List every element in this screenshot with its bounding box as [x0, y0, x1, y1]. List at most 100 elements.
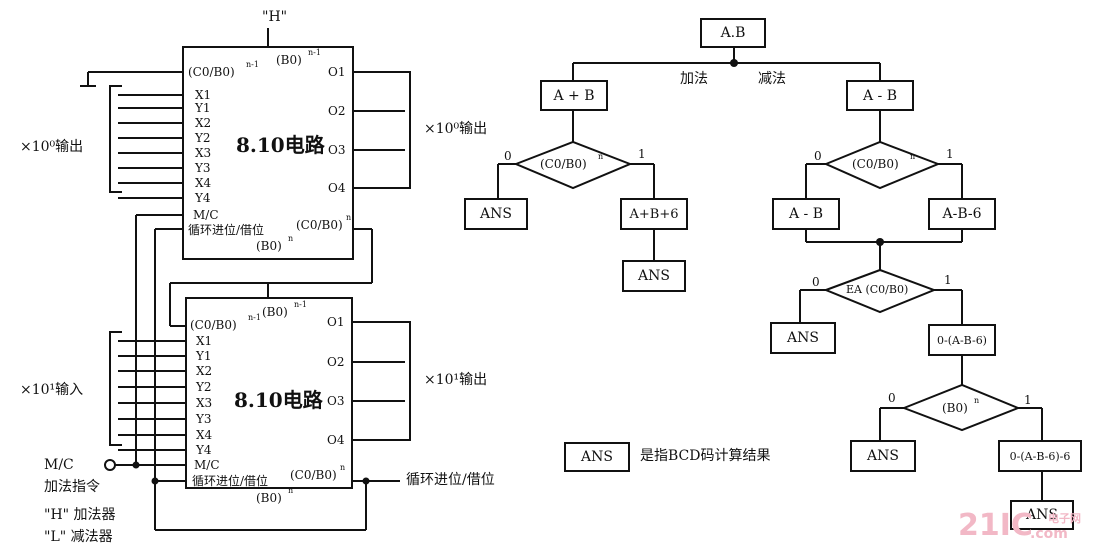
decision4-one: 1: [1024, 393, 1032, 407]
chip2-carry-in: (C0/B0): [190, 318, 237, 332]
decision2-one: 1: [946, 147, 954, 161]
chip2-carry-out: (C0/B0): [290, 468, 337, 482]
decision1-sup: n: [598, 152, 604, 161]
chip2-pin-x1: X1: [196, 334, 213, 348]
chip1-title: 8.10电路: [236, 133, 325, 157]
legend-text: 是指BCD码计算结果: [640, 448, 771, 464]
decision3-zero: 0: [812, 275, 820, 289]
chip1-pin-x4: X4: [195, 176, 212, 190]
chip2-pin-o3: O3: [327, 394, 345, 408]
chip2-pin-o1: O1: [327, 315, 345, 329]
mc-terminal: [104, 459, 116, 471]
carry-out-text: 循环进位/借位: [406, 472, 495, 488]
ans-box-4: ANS: [850, 440, 916, 472]
chip1-carry-out-sup: n: [346, 213, 352, 222]
chip2-b0-top-sup: n-1: [294, 300, 307, 309]
decision2-sup: n: [910, 152, 916, 161]
watermark-brand: 21IC: [958, 508, 1033, 543]
chip2-pin-y3: Y3: [196, 412, 212, 426]
chip2-pin-y4: Y4: [196, 443, 212, 457]
chip2-b0-bottom-sup: n: [288, 486, 294, 495]
chip1-pin-o1: O1: [328, 65, 346, 79]
input-x100-label: ×10⁰输出: [20, 139, 84, 155]
chip1-carry-in-sup: n-1: [246, 60, 259, 69]
add-branch-label: 加法: [680, 71, 708, 87]
decision4-text: (B0): [942, 401, 968, 415]
start-box: A.B: [700, 18, 766, 48]
ans-box-3: ANS: [770, 322, 836, 354]
decision3-text: EA (C0/B0): [846, 283, 909, 296]
decision2-text: (C0/B0): [852, 157, 899, 171]
decision1-diamond: [513, 140, 633, 190]
chip2-carry-in-sup: n-1: [248, 313, 261, 322]
chip1-pin-y1: Y1: [195, 101, 211, 115]
decision3-one: 1: [944, 273, 952, 287]
watermark-site: 电子网: [1048, 512, 1081, 525]
chip2-pin-x2: X2: [196, 364, 213, 378]
mc-desc: 加法指令: [44, 479, 100, 495]
l-desc: "L" 减法器: [44, 529, 113, 545]
decision1-zero: 0: [504, 149, 512, 163]
decision1-one: 1: [638, 147, 646, 161]
h-desc: "H" 加法器: [44, 507, 116, 523]
chip1-pin-mc: M/C: [193, 208, 219, 222]
a-minus-b-6-box: A-B-6: [928, 198, 996, 230]
chip2-pin-y2: Y2: [196, 380, 212, 394]
ans-box-2: ANS: [622, 260, 686, 292]
chip2-pin-mc: M/C: [194, 458, 220, 472]
decision4-diamond: [901, 383, 1021, 432]
chip1-pin-o3: O3: [328, 143, 346, 157]
chip2-pin-x3: X3: [196, 396, 213, 410]
chip1-b0-bottom-sup: n: [288, 234, 294, 243]
chip1-b0-top: (B0): [276, 53, 302, 67]
chip2-pin-o4: O4: [327, 433, 345, 447]
junction-dot: [151, 477, 159, 485]
chip1-pin-y3: Y3: [195, 161, 211, 175]
add6-box: A+B+6: [620, 198, 688, 230]
output-x101-label: ×10¹输出: [424, 372, 488, 388]
chip1-b0-top-sup: n-1: [308, 48, 321, 57]
decision4-zero: 0: [888, 391, 896, 405]
chip1-pin-y2: Y2: [195, 131, 211, 145]
chip1-pin-y4: Y4: [195, 191, 211, 205]
junction-dot: [362, 477, 370, 485]
junction-dot: [876, 238, 884, 246]
chip1-pin-x2: X2: [195, 116, 212, 130]
chip1-pin-o2: O2: [328, 104, 346, 118]
chip1-pin-x3: X3: [195, 146, 212, 160]
ans-box-1: ANS: [464, 198, 528, 230]
chip1-carry-in: (C0/B0): [188, 65, 235, 79]
chip2-pin-x4: X4: [196, 428, 213, 442]
legend-ans-box: ANS: [564, 442, 630, 472]
chip2-b0-top: (B0): [262, 305, 288, 319]
ans-box-5: ANS: [1010, 500, 1074, 530]
chip2-pin-y1: Y1: [196, 349, 212, 363]
sub-branch-label: 减法: [758, 71, 786, 87]
decision3-diamond: [823, 268, 937, 314]
chip2-title: 8.10电路: [234, 388, 323, 412]
watermark-domain: .com: [1030, 526, 1068, 542]
decision2-diamond: [823, 140, 941, 190]
output-x100-label: ×10⁰输出: [424, 121, 488, 137]
sub-box: A - B: [846, 80, 914, 111]
chip2-carry-out-sup: n: [340, 463, 346, 472]
comp1-box: 0-(A-B-6): [928, 324, 996, 356]
junction-dot: [132, 461, 140, 469]
chip1-pin-o4: O4: [328, 181, 346, 195]
chip1-carry-out: (C0/B0): [296, 218, 343, 232]
add-box: A + B: [540, 80, 608, 111]
chip1-b0-bottom: (B0): [256, 239, 282, 253]
input-x101-label: ×10¹输入: [20, 382, 84, 398]
a-minus-b-box: A - B: [772, 198, 840, 230]
chip2-b0-bottom: (B0): [256, 491, 282, 505]
decision1-text: (C0/B0): [540, 157, 587, 171]
chip1-carry-out-label: 循环进位/借位: [188, 223, 265, 237]
decision4-sup: n: [974, 396, 980, 405]
decision2-zero: 0: [814, 149, 822, 163]
chip2-pin-o2: O2: [327, 355, 345, 369]
mc-label: M/C: [44, 457, 74, 473]
chip2-carry-out-label: 循环进位/借位: [192, 474, 269, 488]
h-input-label: "H": [262, 9, 288, 25]
comp2-box: 0-(A-B-6)-6: [998, 440, 1082, 472]
